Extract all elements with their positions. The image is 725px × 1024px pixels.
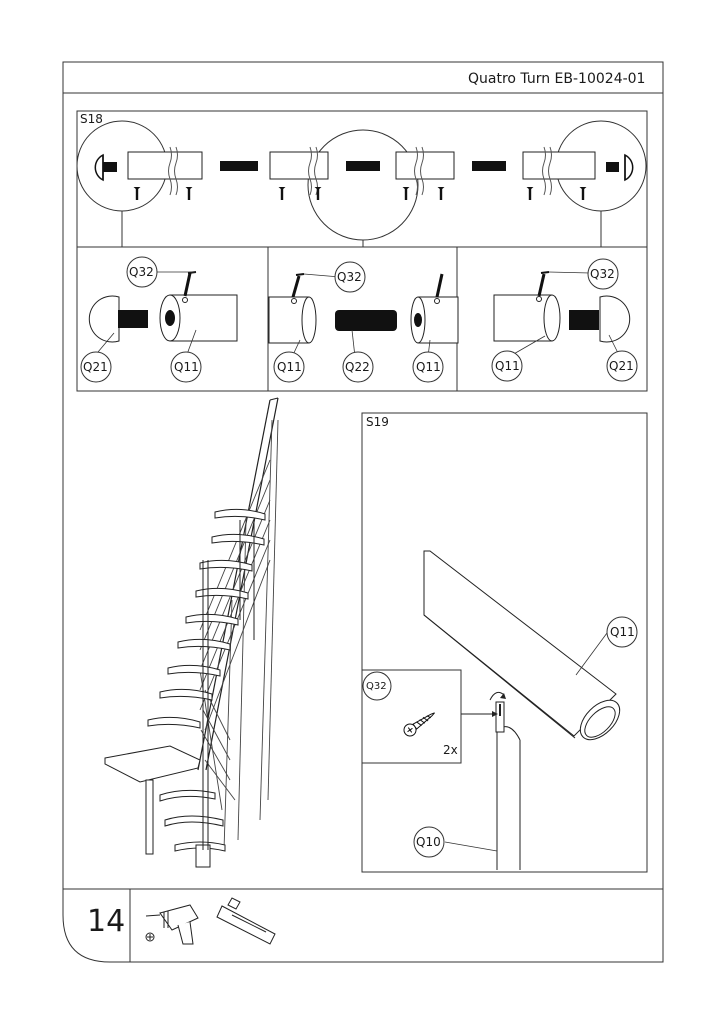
part-label-q11: Q11 [495, 359, 520, 373]
part-label-q21: Q21 [83, 360, 108, 374]
part-label-q21: Q21 [609, 359, 634, 373]
part-label-q32: Q32 [129, 265, 154, 279]
s19-panel [361, 412, 648, 873]
part-label-q11: Q11 [610, 625, 635, 639]
drill-icon [145, 904, 199, 945]
part-label-q11: Q11 [174, 360, 199, 374]
document-title: Quatro Turn EB-10024-01 [468, 71, 646, 87]
s18-detail-left [88, 271, 238, 358]
part-label-q32: Q32 [590, 267, 615, 281]
s18-detail-right [493, 271, 631, 356]
part-label-q10: Q10 [416, 835, 441, 849]
part-label-q11: Q11 [277, 360, 302, 374]
part-label-q32: Q32 [366, 681, 387, 692]
step-label-s19: S19 [366, 415, 389, 429]
part-label-q22: Q22 [345, 360, 370, 374]
s18-detail-middle [268, 273, 459, 358]
page-frame [62, 61, 664, 963]
part-label-q32: Q32 [337, 270, 362, 284]
step-label-s18: S18 [80, 112, 103, 126]
hex-key-icon [216, 897, 276, 945]
quantity-label: 2x [443, 743, 458, 757]
page-number: 14 [87, 904, 126, 939]
part-label-q11: Q11 [416, 360, 441, 374]
staircase-illustration [104, 397, 279, 868]
s18-panel [76, 110, 648, 392]
